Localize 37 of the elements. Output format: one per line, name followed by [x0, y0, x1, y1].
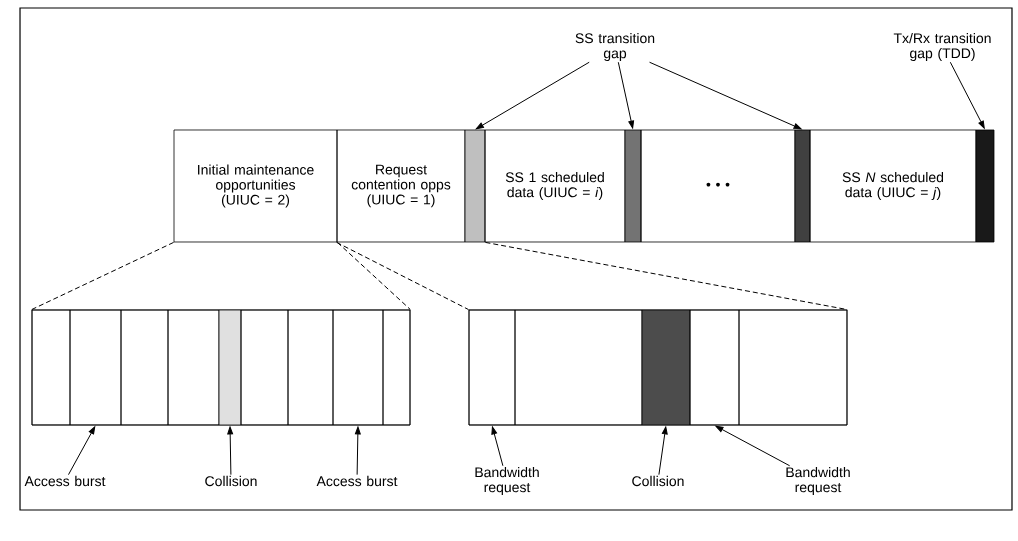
- arrow: [617, 61, 635, 129]
- callout-text: SS transition gap: [575, 32, 655, 61]
- arrow: [715, 425, 791, 467]
- arrow: [658, 426, 668, 476]
- callout-text: Bandwidth request: [786, 466, 850, 495]
- arrow: [475, 61, 590, 130]
- dashed-line: [484, 241, 848, 311]
- arrow: [649, 61, 802, 130]
- gap-bar: [218, 309, 242, 426]
- dashed-line: [336, 241, 470, 311]
- callout-text: Bandwidth request: [475, 466, 539, 495]
- gap-bar: [975, 129, 995, 243]
- slot-box: [468, 309, 516, 426]
- slot-box: [120, 309, 169, 426]
- slot-box: [332, 309, 384, 426]
- slot-box: [287, 309, 334, 426]
- slot-box: [69, 309, 122, 426]
- arrow: [68, 426, 96, 476]
- gap-bar: [641, 309, 691, 426]
- slot-box: [689, 309, 740, 426]
- arrow: [491, 426, 504, 467]
- callout-text: Collision: [632, 475, 684, 487]
- slot-box: [31, 309, 71, 426]
- slot-box: [382, 309, 411, 426]
- arrow: [227, 426, 234, 476]
- slot-box: [738, 309, 848, 426]
- gap-bar: [464, 129, 486, 243]
- callout-text: Access burst: [24, 475, 106, 487]
- arrow: [949, 61, 985, 129]
- slot-box: [240, 309, 289, 426]
- gap-bar: [624, 129, 642, 243]
- callout-text: Tx/Rx transition gap (TDD): [893, 32, 991, 61]
- callout-text: Access burst: [316, 475, 398, 487]
- dashed-line: [31, 241, 175, 311]
- arrow: [354, 426, 361, 476]
- callout-text: Collision: [205, 475, 257, 487]
- slot-box: Initial maintenance opportunities (UIUC = 2): [173, 129, 338, 243]
